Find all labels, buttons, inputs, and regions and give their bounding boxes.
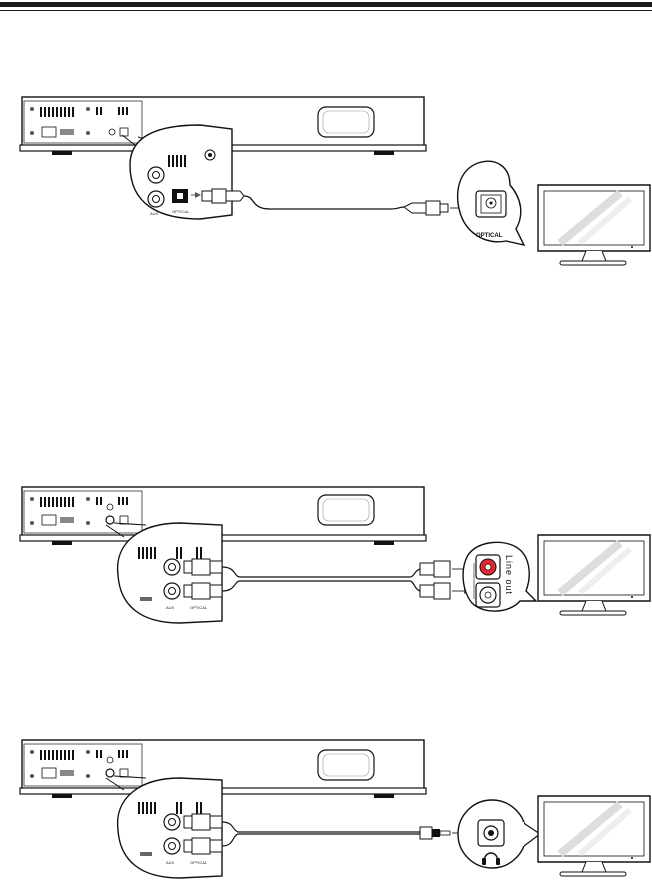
tv-headphone-port-callout (458, 800, 540, 868)
optical-label: OPTICAL (190, 860, 208, 865)
optical-cable (244, 196, 404, 209)
rca-cable (222, 567, 420, 591)
audio-cable (222, 822, 420, 846)
tv-icon (538, 185, 650, 265)
tv-optical-label: OPTICAL (476, 233, 503, 239)
soundbar-device (20, 487, 426, 545)
tv-line-out-callout: Line out (463, 542, 536, 611)
aux-label: AUX (150, 211, 159, 216)
headphone-connection-diagram: AUX OPTICAL (0, 738, 652, 880)
header-rule (0, 2, 652, 7)
aux-label: AUX (166, 605, 175, 610)
tv-icon (538, 796, 650, 876)
optical-label: OPTICAL (190, 605, 208, 610)
tv-icon (538, 535, 650, 615)
header-rule-thin (0, 10, 652, 11)
soundbar-device (20, 740, 426, 798)
aux-label: AUX (166, 860, 175, 865)
optical-connection-diagram: AUX OPTICAL OPTICAL (0, 95, 652, 275)
rca-plugs-tv (420, 561, 470, 599)
optical-label: OPTICAL (172, 209, 190, 214)
rca-line-out-diagram: AUX OPTICAL Line out (0, 485, 652, 625)
tv-line-out-label: Line out (504, 555, 514, 595)
tv-optical-port-callout: OPTICAL (458, 161, 524, 245)
